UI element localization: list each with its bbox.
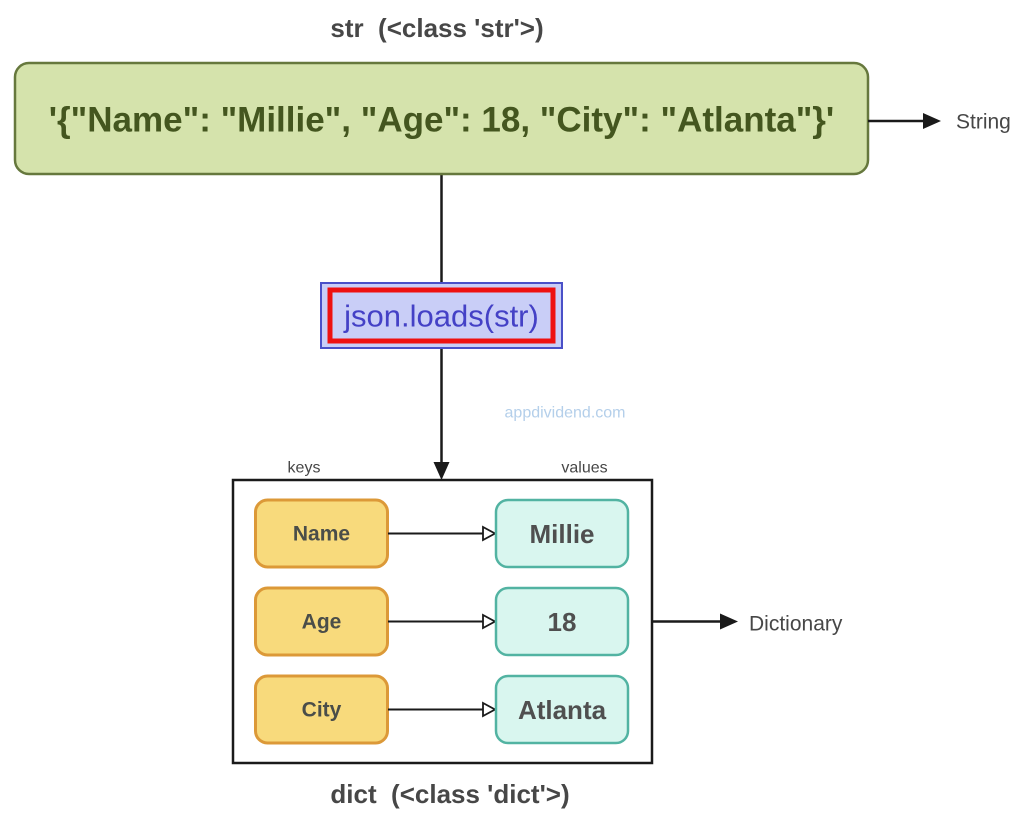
key-box-name — [254, 498, 389, 569]
key-box-city-text: City — [302, 699, 342, 722]
str-type-label: str (<class 'str'>) — [330, 13, 543, 43]
watermark-text: appdividend.com — [505, 405, 626, 422]
pair-arrowhead-3 — [482, 701, 497, 718]
key-box-age — [254, 586, 389, 657]
pair-arrowhead-2 — [482, 613, 497, 630]
value-box-18 — [494, 586, 630, 657]
key-box-age-text: Age — [302, 611, 342, 634]
dict-type-label: dict (<class 'dict'>) — [330, 779, 569, 809]
values-header-label: values — [561, 460, 607, 477]
function-box — [320, 282, 563, 349]
dict-annotation-arrowhead — [720, 613, 738, 630]
keys-header-label: keys — [288, 460, 321, 477]
flow-arrowhead-into-dict — [433, 462, 450, 480]
value-box-millie — [494, 498, 630, 569]
key-box-city — [254, 674, 389, 745]
string-box-text: '{"Name": "Millie", "Age": 18, "City": "… — [49, 101, 835, 140]
string-box — [13, 61, 870, 176]
function-box-highlight-border — [327, 287, 556, 344]
pair-arrowhead-1 — [482, 525, 497, 542]
key-box-name-text: Name — [293, 523, 350, 546]
value-box-millie-text: Millie — [529, 519, 594, 549]
value-box-atlanta-text: Atlanta — [518, 695, 607, 725]
string-annotation-label: String — [956, 111, 1011, 134]
value-box-18-text: 18 — [548, 607, 577, 637]
string-annotation-arrowhead — [923, 113, 941, 129]
value-box-atlanta — [494, 674, 630, 745]
dict-annotation-label: Dictionary — [749, 613, 843, 636]
function-box-text: json.loads(str) — [343, 299, 539, 334]
